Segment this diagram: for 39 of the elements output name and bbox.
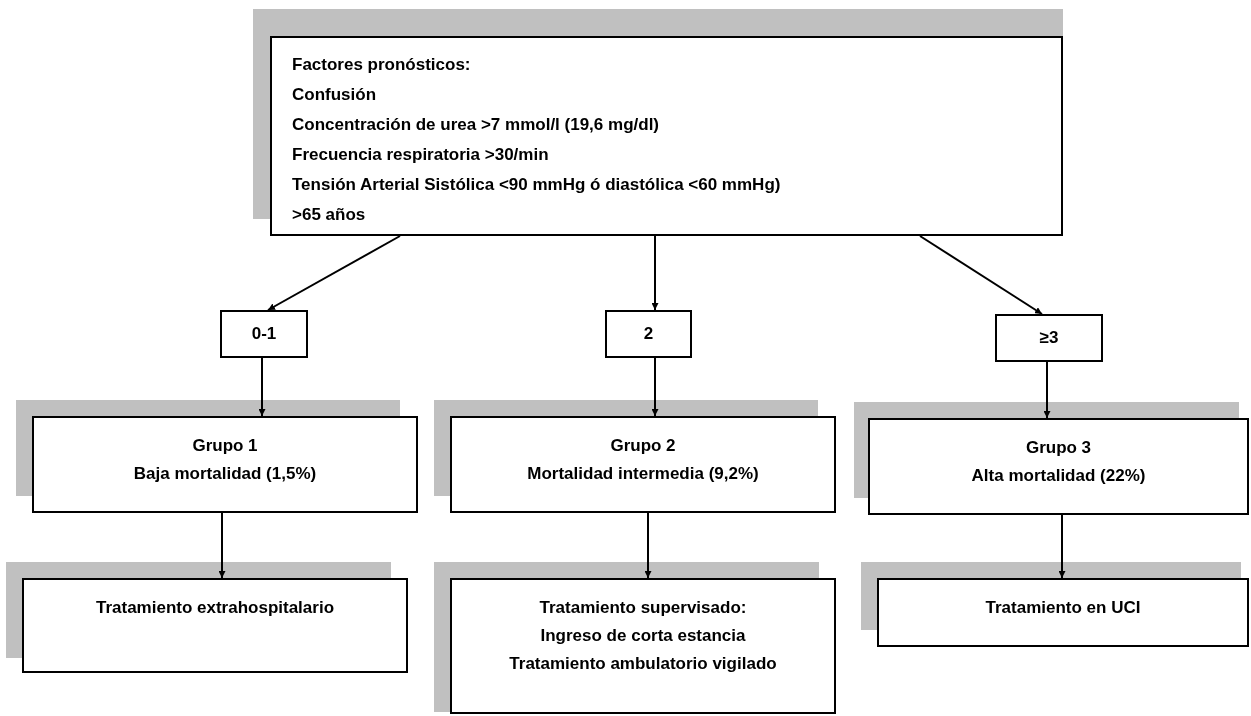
process-box xyxy=(220,310,308,358)
box-text: >65 años xyxy=(292,204,366,226)
process-box xyxy=(22,578,408,673)
process-box xyxy=(877,578,1249,647)
process-box xyxy=(270,36,1063,236)
box-text: Ingreso de corta estancia xyxy=(540,625,746,647)
arrow xyxy=(1058,514,1066,579)
arrow xyxy=(919,235,1043,315)
box-text: 0-1 xyxy=(251,323,277,345)
box-text: Confusión xyxy=(292,84,377,106)
box-text: Grupo 3 xyxy=(1025,437,1092,459)
box-text: Tratamiento en UCI xyxy=(985,597,1141,619)
process-box xyxy=(995,314,1103,362)
process-box xyxy=(32,416,418,513)
process-box xyxy=(868,418,1249,515)
box-text: Alta mortalidad (22%) xyxy=(971,465,1146,487)
box-text: Mortalidad intermedia (9,2%) xyxy=(527,463,759,485)
arrow xyxy=(644,512,652,579)
box-text: Baja mortalidad (1,5%) xyxy=(133,463,317,485)
arrow xyxy=(651,357,659,417)
box-text: Frecuencia respiratoria >30/min xyxy=(292,144,549,166)
process-box xyxy=(605,310,692,358)
arrow xyxy=(651,235,659,311)
box-text: ≥3 xyxy=(1039,327,1059,349)
box-text: Concentración de urea >7 mmol/l (19,6 mg/dl) xyxy=(292,114,659,136)
box-text: Tratamiento extrahospitalario xyxy=(95,597,335,619)
arrow xyxy=(1043,361,1051,419)
box-text: Grupo 1 xyxy=(192,435,258,457)
arrow xyxy=(267,235,401,311)
box-text: Tratamiento ambulatorio vigilado xyxy=(509,653,777,675)
process-box xyxy=(450,416,836,513)
box-text: 2 xyxy=(643,323,654,345)
arrow xyxy=(218,512,226,579)
box-text: Tratamiento supervisado: xyxy=(539,597,747,619)
box-text: Grupo 2 xyxy=(610,435,676,457)
arrow xyxy=(258,357,266,417)
process-box xyxy=(450,578,836,714)
box-text: Tensión Arterial Sistólica <90 mmHg ó diastólica <60 mmHg) xyxy=(292,174,781,196)
box-text: Factores pronósticos: xyxy=(292,54,471,76)
